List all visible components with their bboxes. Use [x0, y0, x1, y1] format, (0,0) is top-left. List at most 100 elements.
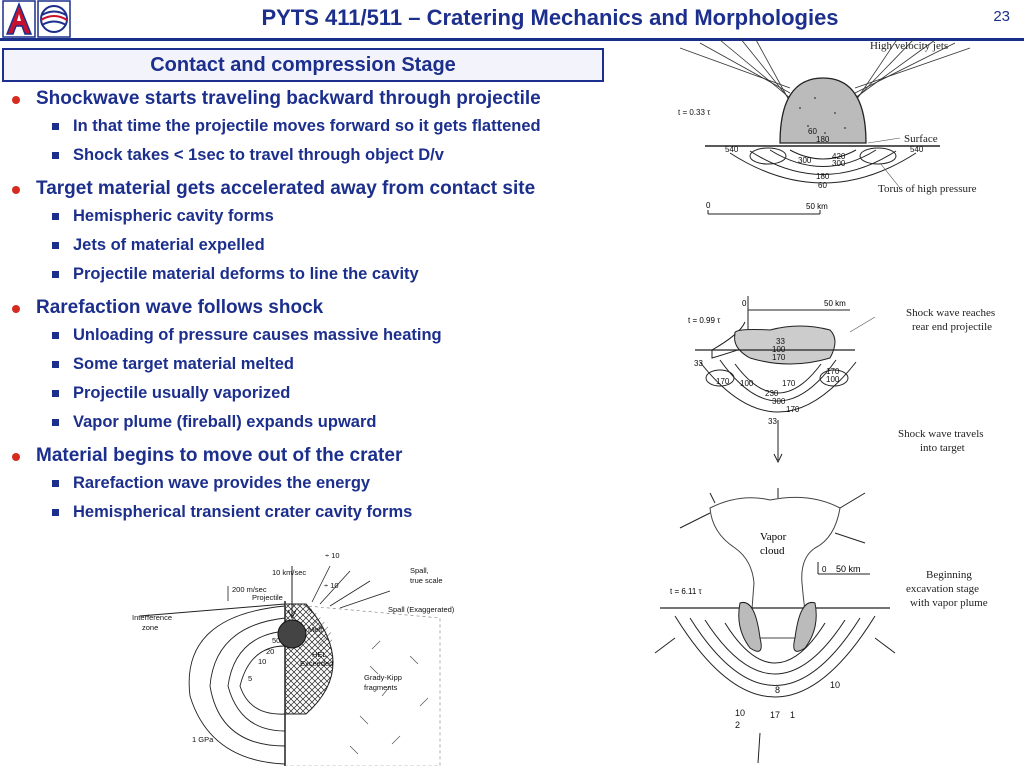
- zone-label: zone: [142, 623, 158, 632]
- sub-bullet-item: Jets of material expelled: [8, 231, 648, 260]
- cloud-label: cloud: [760, 545, 785, 557]
- scale-label: 50 km: [806, 202, 828, 211]
- pressure-label: 20: [266, 647, 274, 656]
- contour-label: 1: [790, 710, 795, 720]
- pressure-label: 5: [248, 674, 252, 683]
- bullet-square-icon: [52, 123, 59, 130]
- contour-label: 300: [798, 156, 812, 165]
- section-title-box: Contact and compression Stage: [2, 48, 604, 82]
- scale-zero-label: 0: [742, 299, 747, 308]
- jets-label: High velocity jets: [870, 40, 948, 52]
- sub-bullet-item: Unloading of pressure causes massive hea…: [8, 321, 648, 350]
- figure-shock-rear: 0 50 km t = 0.99 τ 33 100 170 33 170 100…: [688, 296, 995, 464]
- projectile-label: Projectile: [252, 593, 283, 602]
- scale-label: 50 km: [824, 299, 846, 308]
- contour-label: 180: [816, 172, 830, 181]
- grady-kipp-label: Grady-Kipp: [364, 673, 402, 682]
- excavation-label-3: with vapor plume: [910, 597, 988, 609]
- bullet-dot-icon: [12, 305, 20, 313]
- bullet-square-icon: [52, 152, 59, 159]
- contour-label: 33: [776, 337, 785, 346]
- contour-label: 10: [735, 708, 745, 718]
- scale-zero-label: 0: [822, 565, 827, 574]
- spall-exaggerated-label: Spall (Exaggerated): [388, 605, 455, 614]
- shock-travel-label: Shock wave travels: [898, 428, 984, 440]
- contour-label: 170: [826, 367, 840, 376]
- sub-bullet-item: Vapor plume (fireball) expands upward: [8, 408, 648, 437]
- slide-header: PYTS 411/511 – Cratering Mechanics and M…: [0, 0, 1024, 38]
- bullet-dot-icon: [12, 186, 20, 194]
- bullet-item: Material begins to move out of the crate…: [8, 443, 648, 469]
- bullet-square-icon: [52, 419, 59, 426]
- fragments-label: fragments: [364, 683, 398, 692]
- divide-label: ÷ 10: [324, 581, 339, 590]
- bullet-group: Target material gets accelerated away fr…: [8, 176, 648, 289]
- sub-bullet-item: Some target material melted: [8, 350, 648, 379]
- contour-label: 170: [786, 405, 800, 414]
- pressure-label: 1 GPa: [192, 735, 214, 744]
- exceeded-label: Exceeded: [300, 659, 333, 668]
- bullet-item: Shockwave starts traveling backward thro…: [8, 86, 648, 112]
- interference-label: Interference: [132, 613, 172, 622]
- contour-label: 300: [772, 397, 786, 406]
- bullet-dot-icon: [12, 96, 20, 104]
- university-logo-icon: [2, 0, 71, 38]
- contour-label: 170: [716, 377, 730, 386]
- time-label: t = 0.99 τ: [688, 316, 721, 325]
- contour-label: 33: [694, 359, 703, 368]
- contour-label: 10: [830, 680, 840, 690]
- contour-label: 230: [765, 389, 779, 398]
- bullet-square-icon: [52, 213, 59, 220]
- contour-label: 2: [735, 720, 740, 730]
- bullet-square-icon: [52, 390, 59, 397]
- excavation-label-2: excavation stage: [906, 583, 979, 595]
- time-label: t = 6.11 τ: [670, 587, 703, 596]
- contour-label: 33: [768, 417, 777, 426]
- bullet-group: Shockwave starts traveling backward thro…: [8, 86, 648, 170]
- slide-title: PYTS 411/511 – Cratering Mechanics and M…: [261, 5, 839, 30]
- bullet-square-icon: [52, 332, 59, 339]
- bullet-square-icon: [52, 361, 59, 368]
- header-divider: [0, 38, 1024, 41]
- contour-label: 180: [816, 135, 830, 144]
- contour-label: 170: [782, 379, 796, 388]
- divide-label: ÷ 10: [325, 551, 340, 560]
- spall-label-2: true scale: [410, 576, 443, 585]
- shock-reach-label-2: rear end projectile: [912, 321, 992, 333]
- scale-zero-label: 0: [706, 201, 711, 210]
- contour-label: 100: [740, 379, 754, 388]
- spall-label: Spall,: [410, 566, 429, 575]
- contour-label: 8: [775, 685, 780, 695]
- velocity-label: 200 m/sec: [232, 585, 267, 594]
- scale-label: 50 km: [836, 564, 861, 574]
- figure-contact-jets: 60 180 300 420 300 540 540 180 60 t = 0.…: [678, 38, 977, 215]
- bullet-item: Target material gets accelerated away fr…: [8, 176, 648, 202]
- contour-label: 100: [826, 375, 840, 384]
- bullet-square-icon: [52, 480, 59, 487]
- sub-bullet-item: Projectile usually vaporized: [8, 379, 648, 408]
- bullet-square-icon: [52, 509, 59, 516]
- sub-bullet-item: Hemispheric cavity forms: [8, 202, 648, 231]
- contour-label: 300: [832, 159, 846, 168]
- sub-bullet-item: Projectile material deforms to line the …: [8, 260, 648, 289]
- contour-label: 420: [832, 152, 846, 161]
- surface-label: Surface: [904, 133, 938, 145]
- contour-label: 60: [818, 181, 827, 190]
- hel-label: HEL: [312, 650, 327, 659]
- bullet-list: Shockwave starts traveling backward thro…: [8, 86, 648, 533]
- contour-label: 170: [772, 353, 786, 362]
- bullet-dot-icon: [12, 453, 20, 461]
- bullet-square-icon: [52, 242, 59, 249]
- sub-bullet-item: Rarefaction wave provides the energy: [8, 469, 648, 498]
- sub-bullet-item: Hemispherical transient crater cavity fo…: [8, 498, 648, 527]
- torus-label: Torus of high pressure: [878, 183, 977, 195]
- contour-label: 540: [725, 145, 739, 154]
- sub-bullet-item: In that time the projectile moves forwar…: [8, 112, 648, 141]
- bullet-item: Rarefaction wave follows shock: [8, 295, 648, 321]
- figure-vapor-plume: Vapor cloud 0 50 km t = 6.11 τ 8 10 10 1…: [654, 488, 988, 764]
- shock-reach-label: Shock wave reaches: [906, 307, 995, 319]
- pressure-label: 50: [272, 636, 280, 645]
- pressure-label: 10: [258, 657, 266, 666]
- shock-travel-label-2: into target: [920, 442, 965, 454]
- bullet-group: Material begins to move out of the crate…: [8, 443, 648, 527]
